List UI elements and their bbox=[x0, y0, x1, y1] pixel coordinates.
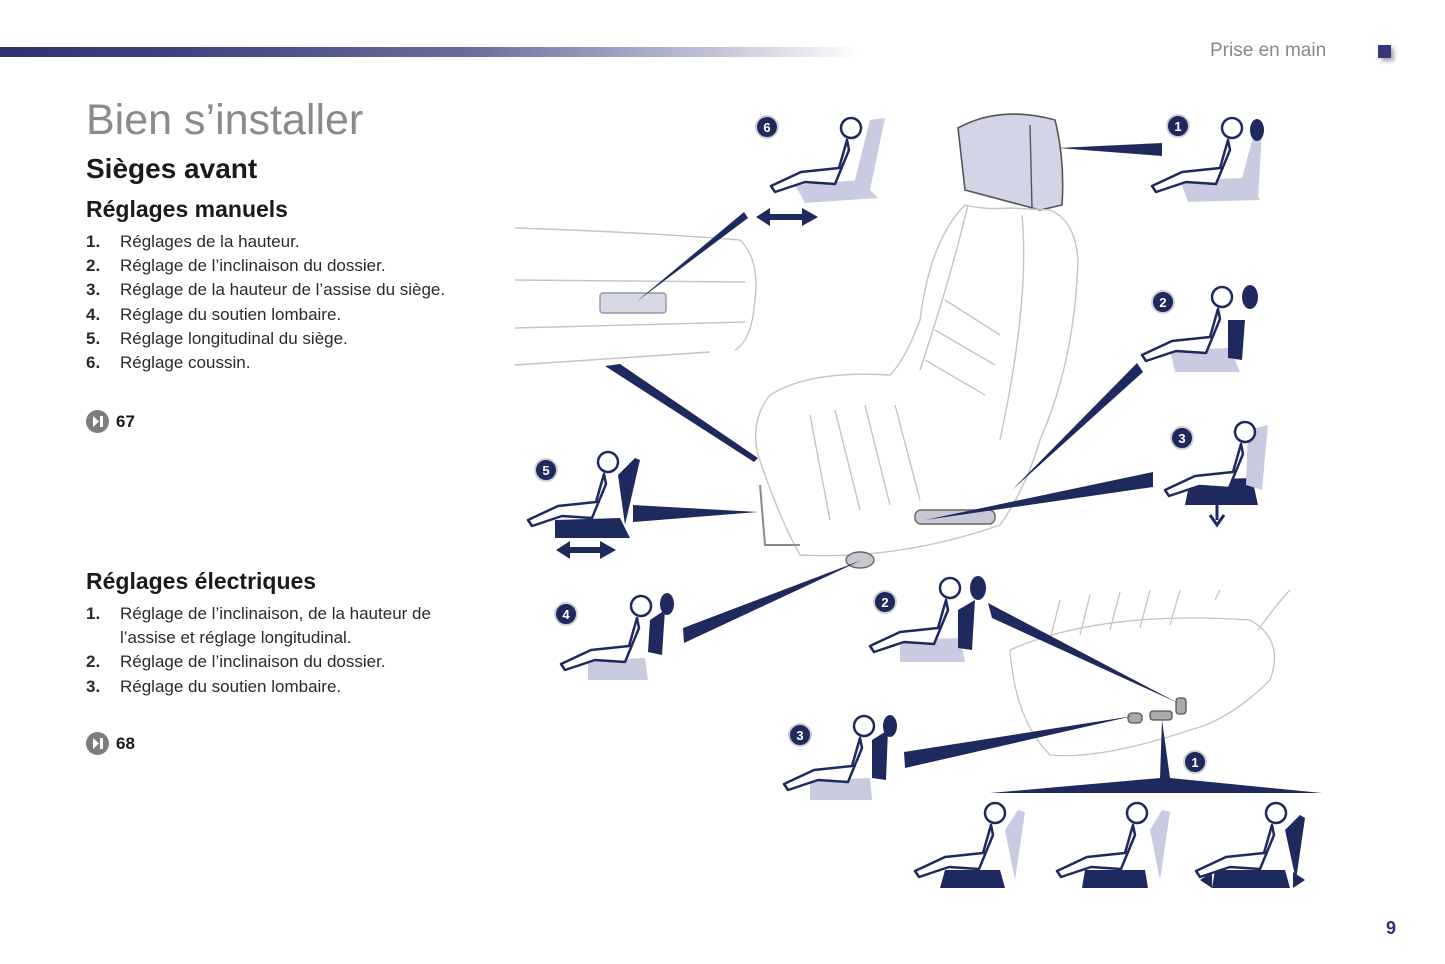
item-text: Réglages de la hauteur. bbox=[120, 232, 300, 251]
item-text: Réglage du soutien lombaire. bbox=[120, 304, 342, 324]
icon-backrest-manual bbox=[1140, 285, 1258, 372]
svg-text:2: 2 bbox=[1159, 295, 1166, 310]
manual-list: 1. Réglages de la hauteur. 2. Réglage de l… bbox=[86, 230, 480, 375]
item-number: 6. bbox=[86, 353, 101, 373]
svg-text:1: 1 bbox=[1191, 755, 1198, 770]
svg-text:5: 5 bbox=[542, 463, 549, 478]
reference-page: 68 bbox=[116, 733, 135, 753]
electric-heading: Réglages électriques bbox=[86, 568, 317, 594]
callout-manual-6: 6 bbox=[755, 115, 779, 139]
icon-electric-height-front bbox=[913, 801, 1025, 888]
double-arrow-icon bbox=[756, 208, 818, 226]
item-text: Réglage de la hauteur de l’assise du siè… bbox=[120, 280, 446, 300]
electric-list: 1. Réglage de l’inclinaison, de la hauteu… bbox=[86, 602, 480, 699]
page-reference-icon bbox=[86, 410, 109, 433]
item-number: 5. bbox=[86, 328, 101, 348]
list-item: 4. Réglage du soutien lombaire. bbox=[86, 303, 480, 327]
double-arrow-icon bbox=[556, 541, 616, 559]
electric-seat bbox=[1009, 589, 1291, 757]
list-item: 2. Réglage de l’inclinaison du dossier. bbox=[86, 650, 480, 674]
item-number: 3. bbox=[86, 676, 101, 696]
page-number: 9 bbox=[1386, 918, 1397, 938]
callout-manual-2: 2 bbox=[1151, 290, 1175, 314]
item-number: 3. bbox=[86, 280, 101, 300]
item-number: 2. bbox=[86, 256, 101, 276]
manual-seat bbox=[755, 113, 1079, 569]
list-item: 6. Réglage coussin. bbox=[86, 351, 480, 375]
callout-manual-4: 4 bbox=[554, 602, 578, 626]
icon-height bbox=[1150, 116, 1264, 202]
icon-longitudinal bbox=[526, 450, 640, 559]
svg-text:1: 1 bbox=[1174, 119, 1181, 134]
icon-electric-longitudinal bbox=[1194, 801, 1305, 888]
callout-electric-3: 3 bbox=[788, 723, 812, 747]
icon-backrest-electric bbox=[868, 576, 986, 662]
callout-electric-1: 1 bbox=[1183, 750, 1207, 774]
page-reference-67[interactable]: 67 bbox=[86, 410, 135, 433]
item-number: 2. bbox=[86, 652, 101, 672]
page-reference-icon bbox=[86, 732, 109, 755]
seat-adjustment-diagram: 6 1 2 3 5 4 2 3 1 bbox=[514, 113, 1322, 888]
item-text: Réglage de l’inclinaison du dossier. bbox=[120, 256, 386, 276]
callout-electric-2: 2 bbox=[873, 590, 897, 614]
list-item: 3. Réglage de la hauteur de l’assise du s… bbox=[86, 278, 480, 302]
pointer-lines bbox=[605, 143, 1322, 793]
header-accent-bar bbox=[0, 47, 860, 57]
list-item: 2. Réglage de l’inclinaison du dossier. bbox=[86, 254, 480, 278]
callouts: 6 1 2 3 5 4 2 3 1 bbox=[534, 114, 1207, 774]
item-text: Réglage du soutien lombaire. bbox=[120, 676, 342, 696]
callout-manual-3: 3 bbox=[1170, 426, 1194, 450]
item-number: 1. bbox=[86, 604, 101, 623]
list-item: 3. Réglage du soutien lombaire. bbox=[86, 675, 480, 699]
svg-text:4: 4 bbox=[562, 607, 570, 622]
section-marker bbox=[1378, 45, 1391, 58]
svg-text:3: 3 bbox=[796, 728, 803, 743]
item-number: 1. bbox=[86, 232, 101, 251]
callout-manual-1: 1 bbox=[1166, 114, 1190, 138]
reference-page: 67 bbox=[116, 411, 135, 431]
list-item: 1. Réglages de la hauteur. bbox=[86, 230, 480, 254]
icon-seat-height bbox=[1163, 420, 1268, 528]
item-text: Réglage longitudinal du siège. bbox=[120, 328, 348, 348]
page-title: Bien s’installer bbox=[86, 96, 364, 144]
page-reference-68[interactable]: 68 bbox=[86, 732, 135, 755]
list-item: 1. Réglage de l’inclinaison, de la hauteu… bbox=[86, 602, 480, 650]
item-text: Réglage coussin. bbox=[120, 353, 251, 373]
icon-electric-height-rear bbox=[1055, 801, 1170, 888]
svg-text:6: 6 bbox=[763, 120, 770, 135]
section-heading: Sièges avant bbox=[86, 153, 258, 184]
item-number: 4. bbox=[86, 304, 101, 324]
icon-cushion bbox=[756, 116, 885, 226]
icon-lumbar-electric bbox=[782, 714, 897, 800]
item-text: Réglage de l’inclinaison du dossier. bbox=[120, 652, 386, 672]
callout-manual-5: 5 bbox=[534, 458, 558, 482]
list-item: 5. Réglage longitudinal du siège. bbox=[86, 327, 480, 351]
svg-text:2: 2 bbox=[881, 595, 888, 610]
icon-lumbar-manual bbox=[559, 593, 674, 680]
svg-text:3: 3 bbox=[1178, 431, 1185, 446]
item-text: Réglage de l’inclinaison, de la hauteur … bbox=[120, 604, 431, 648]
door-panel bbox=[514, 227, 757, 366]
manual-heading: Réglages manuels bbox=[86, 196, 288, 222]
section-label: Prise en main bbox=[1210, 40, 1327, 61]
